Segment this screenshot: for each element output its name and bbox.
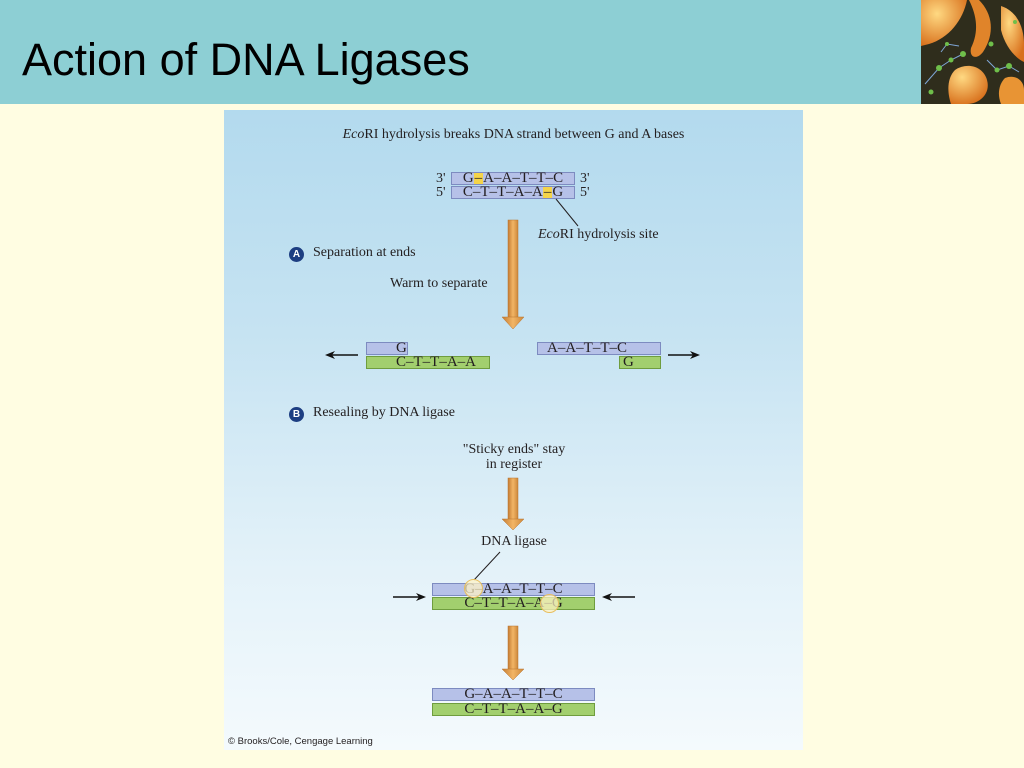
sticky-ends-note-line-2: in register	[485, 457, 543, 472]
top-strand-before-cut: G	[462, 170, 474, 186]
site-label-enzyme-prefix: Eco	[538, 227, 560, 242]
left-separation-arrow-icon	[325, 351, 358, 359]
diagram-arrows-layer	[325, 198, 700, 681]
right-separation-arrow-icon	[668, 351, 700, 359]
sealed-top-strand: G–A–A–T–T–C	[432, 687, 595, 702]
orange-ribbons	[921, 0, 1024, 104]
heading-enzyme-prefix: Eco	[342, 127, 365, 142]
bottom-strand-before-cut: C–T–T–A–A	[462, 184, 543, 200]
left-fragment-top-strand: G	[366, 341, 408, 356]
ligase-site-top-marker	[464, 579, 483, 598]
right-push-arrow-icon	[602, 593, 635, 601]
ligase-site-bottom-marker	[540, 594, 559, 613]
ligase-diagram: EcoRI hydrolysis breaks DNA strand betwe…	[224, 110, 803, 750]
left-push-arrow-icon	[393, 593, 426, 601]
step-b-badge: B	[289, 407, 304, 422]
step-b-title: Resealing by DNA ligase	[313, 405, 455, 420]
title-bar: Action of DNA Ligases	[0, 0, 1024, 104]
bottom-strand-left-end: 5'	[436, 185, 446, 200]
diagram-heading: EcoRI hydrolysis breaks DNA strand betwe…	[224, 127, 803, 143]
bottom-strand-after-cut: G	[552, 184, 564, 200]
right-fragment-top-strand: A–A–T–T–C	[537, 341, 661, 356]
top-strand-right-end: 3'	[580, 171, 590, 186]
sealed-bottom-strand: C–T–T–A–A–G	[432, 702, 595, 717]
molecule-atoms	[928, 20, 1017, 95]
original-bottom-strand: C–T–T–A–A–G	[451, 184, 575, 200]
ligase-pointer	[473, 551, 501, 581]
bottom-strand-right-end: 5'	[580, 185, 590, 200]
heading-text: RI hydrolysis breaks DNA strand between …	[364, 127, 685, 142]
process-arrow-annealing	[501, 477, 525, 531]
sticky-ends-note-line-1: "Sticky ends" stay	[462, 442, 566, 457]
top-strand-cut-site: –	[473, 170, 484, 186]
step-a-title: Separation at ends	[313, 245, 416, 260]
step-a-badge: A	[289, 247, 304, 262]
left-fragment-bottom-strand: C–T–T–A–A	[366, 355, 490, 370]
dna-molecule-image	[921, 0, 1024, 104]
top-strand-after-cut: A–A–T–T–C	[483, 170, 564, 186]
sticky-ends-note: "Sticky ends" stay in register	[414, 442, 614, 472]
slide-title: Action of DNA Ligases	[22, 34, 470, 85]
site-label-text: RI hydrolysis site	[559, 227, 659, 242]
hydrolysis-site-pointer	[555, 198, 579, 227]
dna-molecule-graphic	[921, 0, 1024, 104]
process-arrow-sealing	[501, 625, 525, 681]
hydrolysis-site-label: EcoRI hydrolysis site	[538, 227, 659, 243]
original-top-strand: G–A–A–T–T–C	[451, 170, 575, 186]
step-a-note: Warm to separate	[390, 276, 488, 291]
dna-ligase-label: DNA ligase	[481, 534, 547, 549]
copyright-credit: © Brooks/Cole, Cengage Learning	[228, 736, 373, 747]
bottom-strand-cut-site: –	[542, 184, 553, 200]
right-fragment-bottom-strand: G	[619, 355, 661, 370]
process-arrow-separation	[501, 219, 525, 330]
top-strand-left-end: 3'	[436, 171, 446, 186]
